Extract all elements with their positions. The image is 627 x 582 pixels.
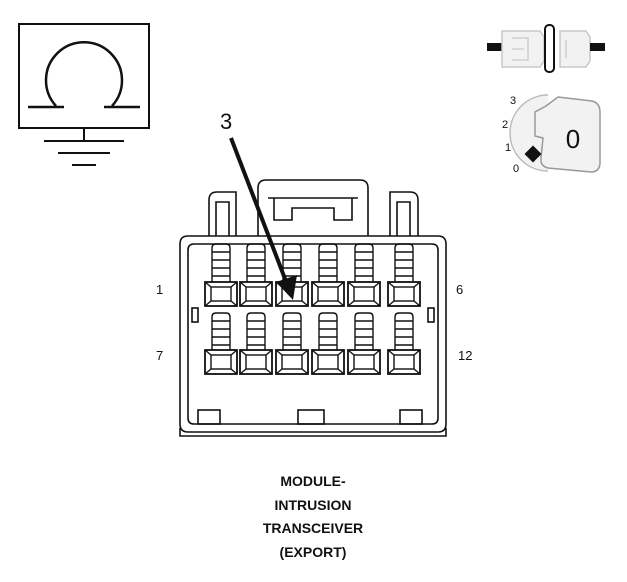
pin-label-1: 1: [156, 282, 163, 297]
ignition-key-icon: 0 3 2 1 0: [502, 94, 601, 175]
callout-arrow: [229, 137, 297, 300]
caption-line-3: TRANSCEIVER: [262, 520, 364, 536]
caption-line-4: (EXPORT): [279, 543, 347, 560]
cavity-4: [311, 243, 345, 307]
connector-face: [179, 179, 447, 437]
cavity-grid: [204, 243, 421, 375]
callout-number: 3: [220, 109, 232, 134]
cavity-9: [275, 312, 309, 375]
pin-label-7: 7: [156, 348, 163, 363]
ignition-position-1: 1: [505, 142, 511, 154]
ignition-position-0: 0: [513, 163, 519, 175]
cavity-7: [204, 312, 238, 375]
connector-caption: MODULE- INTRUSION TRANSCEIVER (EXPORT): [213, 470, 413, 564]
cavity-5: [347, 243, 381, 307]
cavity-1: [204, 243, 238, 307]
pin-label-6: 6: [456, 282, 463, 297]
caption-line-2: INTRUSION: [274, 496, 352, 513]
pin-label-12: 12: [458, 348, 472, 363]
ignition-position-3: 3: [510, 95, 516, 107]
cavity-2: [239, 243, 273, 307]
caption-line-1: MODULE-: [280, 473, 346, 489]
cavity-11: [347, 312, 381, 375]
cavity-10: [311, 312, 345, 375]
ohmmeter-ground-icon: [18, 23, 150, 166]
cavity-6: [387, 243, 421, 307]
cavity-12: [387, 312, 421, 375]
key-position-label: 0: [566, 124, 580, 154]
cavity-8: [239, 312, 273, 375]
connector-disconnected-icon: [487, 24, 605, 73]
ignition-position-2: 2: [502, 119, 508, 131]
